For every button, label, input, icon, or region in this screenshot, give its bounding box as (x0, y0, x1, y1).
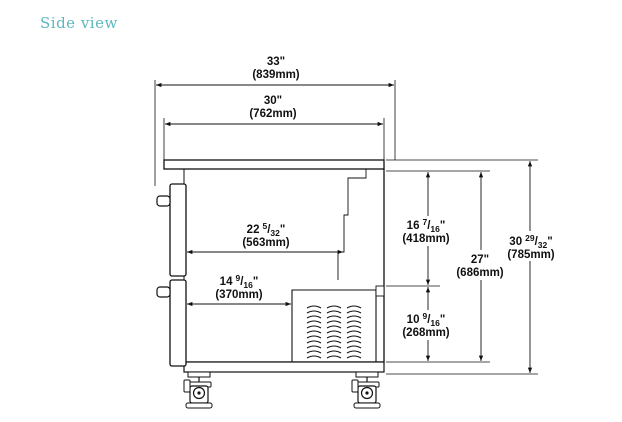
vent-slat (346, 325, 362, 329)
vent-slat (326, 315, 342, 319)
vent-slat (306, 355, 322, 359)
vent-slat (306, 350, 322, 354)
vent-slat (326, 335, 342, 339)
vent-slat (326, 330, 342, 334)
vent-slat (346, 340, 362, 344)
vent-slat (346, 355, 362, 359)
vent-louvers (306, 305, 362, 359)
vent-slat (346, 335, 362, 339)
vent-slat (306, 315, 322, 319)
vent-slat (306, 305, 322, 309)
vent-slat (346, 305, 362, 309)
vent-slat (326, 310, 342, 314)
vent-slat (346, 320, 362, 324)
upper-drawer-handle (156, 195, 171, 207)
vent-slat (326, 350, 342, 354)
countertop (163, 159, 385, 170)
dim-body-height-metric: (686mm) (456, 267, 503, 279)
vent-slat (346, 315, 362, 319)
dim-drawer-depth-upper-metric: (563mm) (242, 237, 289, 249)
dim-drawer-depth-lower-metric: (370mm) (215, 289, 262, 301)
dimension-arrows (156, 82, 533, 373)
vent-slat (326, 355, 342, 359)
vent-slat (306, 320, 322, 324)
lower-drawer-front (169, 279, 187, 367)
dim-cabinet-width-label: 30" (264, 95, 282, 107)
vent-slat (346, 310, 362, 314)
vent-slat (346, 345, 362, 349)
unit-outline (156, 159, 385, 373)
dim-overall-height-metric: (785mm) (507, 249, 554, 261)
compressor-housing (291, 289, 377, 362)
vent-slat (306, 310, 322, 314)
vent-slat (326, 325, 342, 329)
vent-slat (306, 330, 322, 334)
vent-slat (306, 325, 322, 329)
lower-drawer-handle (156, 286, 171, 298)
interior-outline (337, 169, 367, 280)
vent-slat (346, 330, 362, 334)
base-rail (183, 361, 385, 373)
section-heading: Side view (40, 14, 118, 32)
upper-drawer-front (169, 183, 187, 277)
caster-left (183, 371, 213, 409)
dim-cabinet-width-metric: (762mm) (249, 108, 296, 120)
vent-slat (346, 350, 362, 354)
extension-lines (154, 80, 538, 375)
dim-overall-width-metric: (839mm) (252, 69, 299, 81)
vent-slat (306, 345, 322, 349)
vent-slat (306, 340, 322, 344)
vent-slat (326, 340, 342, 344)
vent-slat (326, 345, 342, 349)
dim-body-height-label: 27" (471, 254, 489, 266)
vent-slat (306, 335, 322, 339)
vent-slat (326, 320, 342, 324)
caster-right (351, 371, 381, 409)
dim-overall-width-label: 33" (267, 56, 285, 68)
dim-lower-height-metric: (268mm) (402, 327, 449, 339)
dim-upper-height-metric: (418mm) (402, 233, 449, 245)
vent-slat (326, 305, 342, 309)
